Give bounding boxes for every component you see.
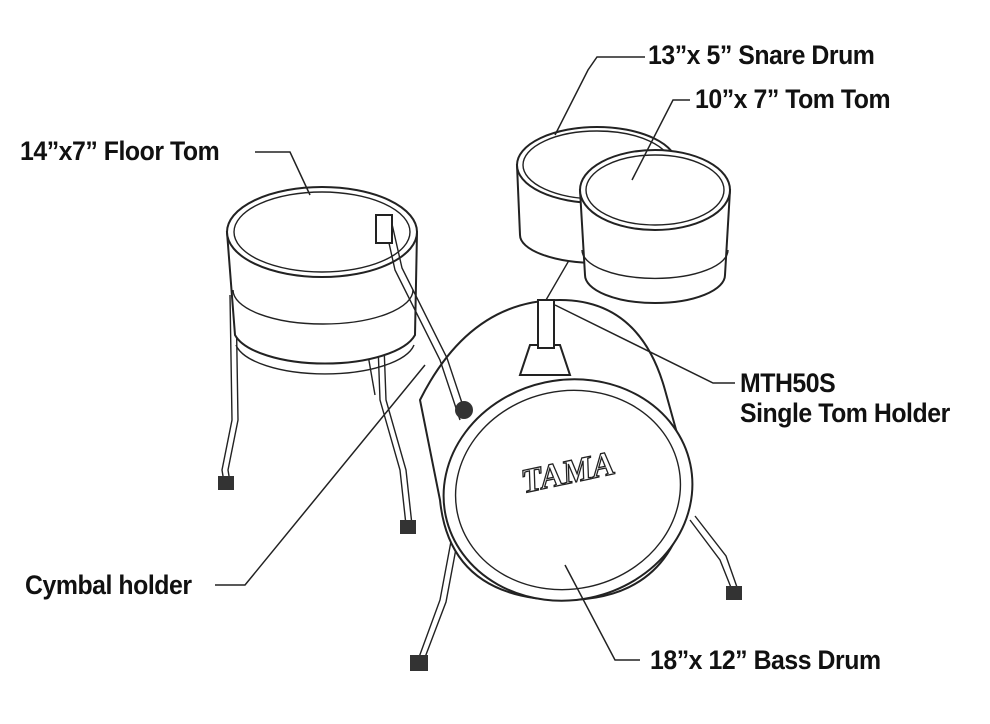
leader-lines [215,56,735,661]
floor-tom [225,186,419,375]
label-tom-holder-name: Single Tom Holder [740,398,950,428]
label-bass-drum: 18”x 12” Bass Drum [650,645,881,675]
label-tom-tom: 10”x 7” Tom Tom [695,84,891,114]
bass-drum: TAMA [418,298,694,602]
tom-tom [578,149,732,304]
floor-tom-legs [218,294,416,534]
label-floor-tom: 14”x7” Floor Tom [20,136,220,166]
label-tom-holder-model: MTH50S [740,368,836,398]
cymbal-holder [375,214,473,421]
tom-holder [518,239,586,376]
bass-drum-legs [410,515,742,671]
label-snare-drum: 13”x 5” Snare Drum [648,40,875,70]
label-cymbal-holder: Cymbal holder [25,570,192,600]
